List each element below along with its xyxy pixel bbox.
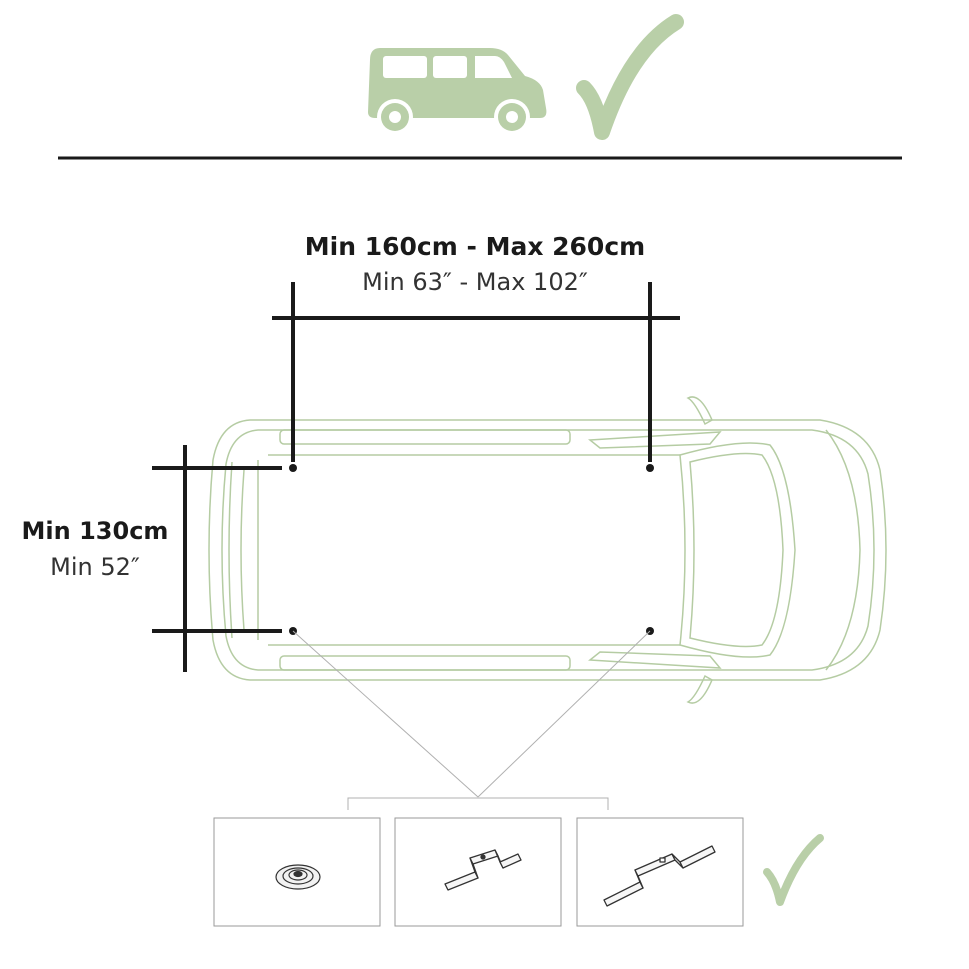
mount-point [289, 464, 297, 472]
checkmark-icon [576, 14, 684, 140]
leader-lines [292, 630, 651, 810]
mount-options [213, 817, 744, 927]
vehicle-top-view-outline [208, 396, 887, 704]
mount-points [289, 464, 654, 635]
round-mount-icon [275, 864, 321, 890]
mount-point [646, 464, 654, 472]
bracket-mount-icon [444, 849, 522, 891]
depth-dimension-metric: Min 130cm [21, 517, 169, 545]
long-bracket-mount-icon [603, 845, 716, 907]
depth-dimension-imperial: Min 52″ [50, 553, 140, 581]
van-icon [368, 48, 547, 135]
depth-dimension-lines [152, 445, 282, 672]
checkmark-icon [763, 834, 824, 906]
width-dimension-metric: Min 160cm - Max 260cm [304, 232, 646, 261]
mount-option-box [576, 817, 744, 927]
width-dimension-imperial: Min 63″ - Max 102″ [362, 268, 588, 296]
mount-option-box [394, 817, 562, 927]
width-dimension-lines [272, 282, 680, 462]
